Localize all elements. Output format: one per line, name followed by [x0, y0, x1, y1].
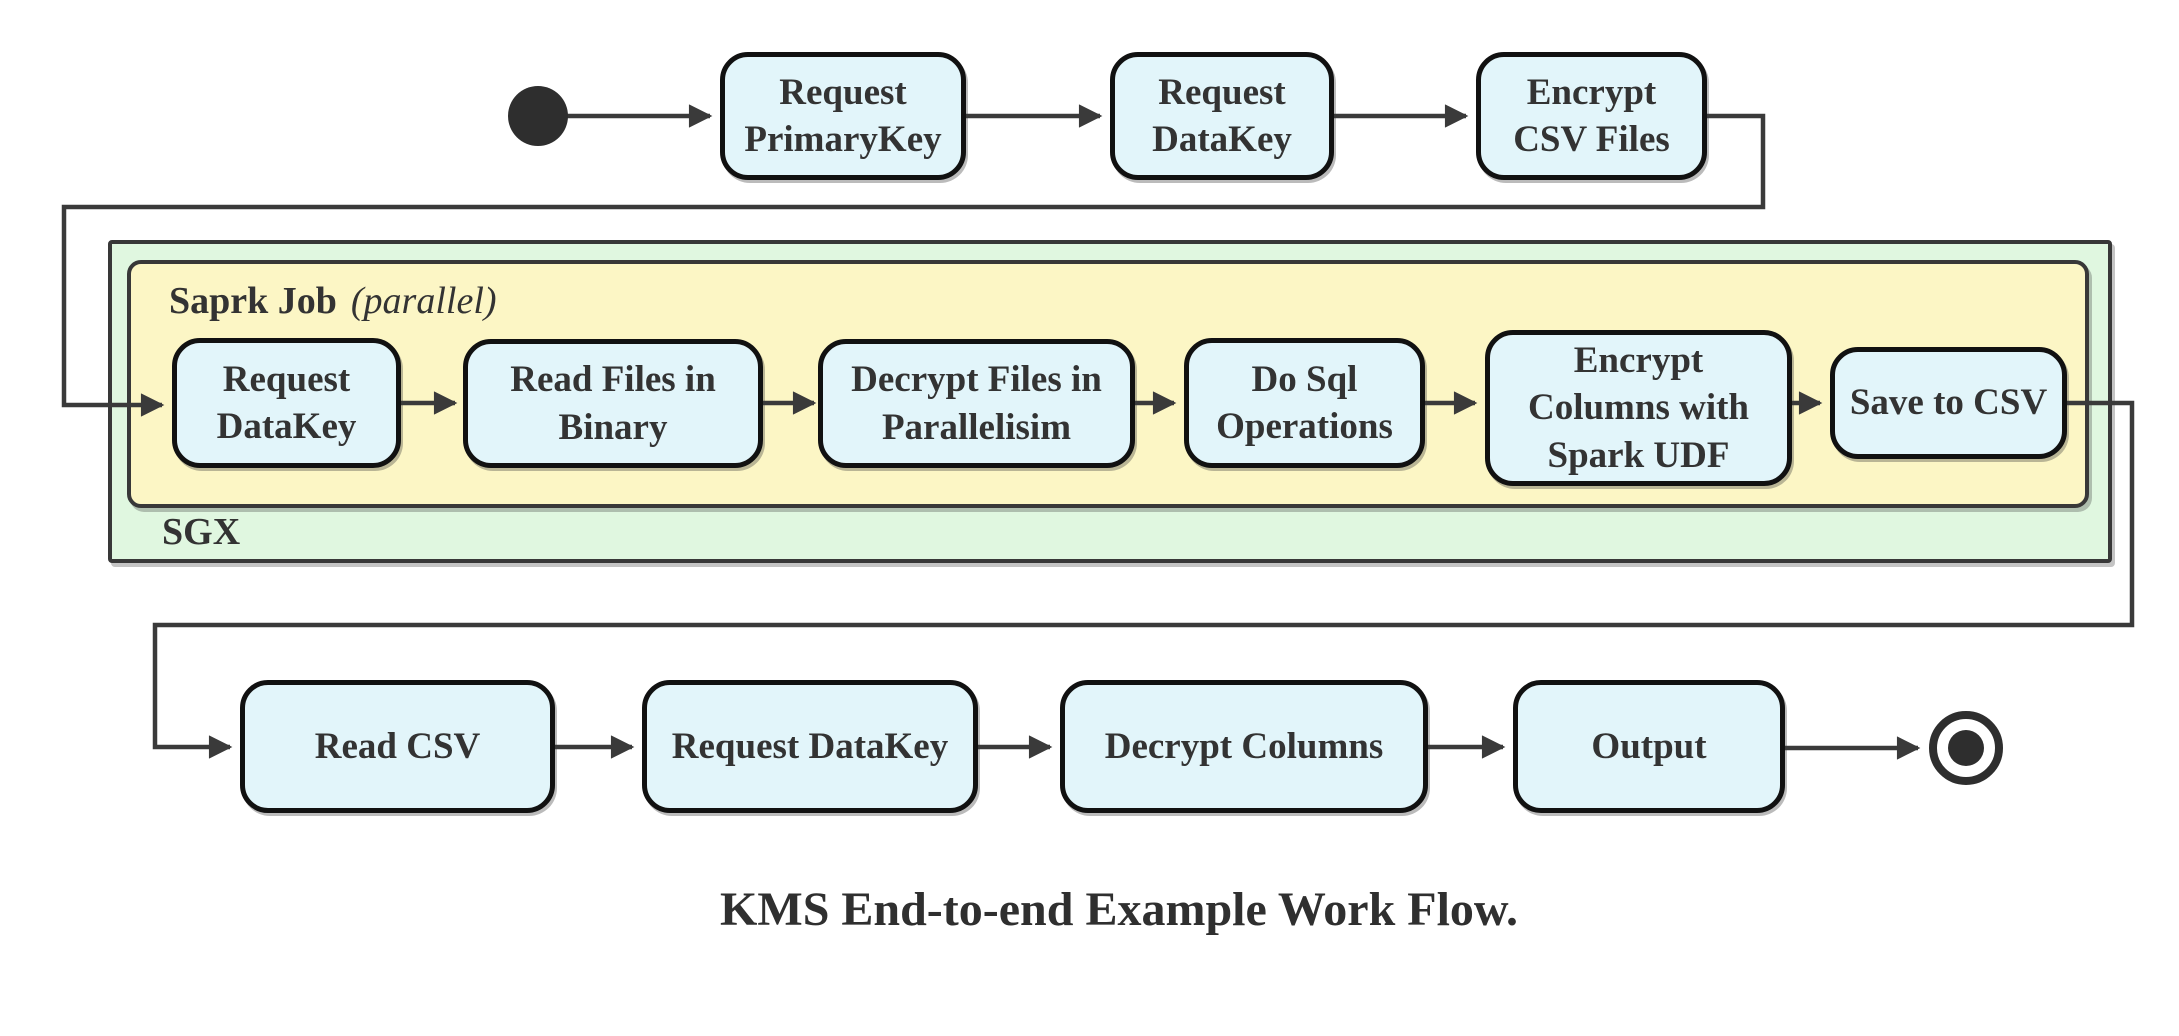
node-label: Request DataKey — [216, 358, 357, 447]
end-node-icon — [1929, 711, 2003, 785]
node-encrypt-columns-with-spark-udf: Encrypt Columns with Spark UDF — [1485, 330, 1792, 486]
node-do-sql-operations: Do Sql Operations — [1184, 338, 1425, 468]
node-request-primarykey: Request PrimaryKey — [720, 52, 966, 180]
node-label: Output — [1591, 725, 1707, 767]
end-node-inner-dot — [1948, 730, 1984, 766]
node-label: Read Files in Binary — [510, 359, 716, 448]
node-read-files-in-binary: Read Files in Binary — [463, 339, 763, 468]
node-label: Request DataKey — [1152, 71, 1292, 160]
spark-job-label-parallel: (parallel) — [350, 280, 497, 322]
node-request-datakey-sgx: Request DataKey — [172, 338, 401, 468]
edge-encrypt-csv-files-to-sgx-request-datakey — [61, 113, 1766, 417]
spark-job-label: Saprk Job (parallel) — [169, 282, 497, 320]
node-request-datakey-bottom: Request DataKey — [642, 680, 978, 813]
node-label: Encrypt Columns with Spark UDF — [1527, 339, 1750, 476]
node-decrypt-columns: Decrypt Columns — [1060, 680, 1428, 813]
node-label: Read CSV — [314, 725, 481, 767]
start-node-icon — [508, 86, 568, 146]
node-save-to-csv: Save to CSV — [1830, 347, 2067, 459]
node-output: Output — [1513, 680, 1785, 813]
spark-job-label-bold: Saprk Job — [169, 280, 337, 322]
node-encrypt-csv-files: Encrypt CSV Files — [1476, 52, 1707, 180]
node-label: Decrypt Files in Parallelisim — [851, 359, 1102, 448]
node-read-csv: Read CSV — [240, 680, 555, 813]
edge-save-csv-to-read-csv — [152, 400, 2135, 759]
node-label: Request PrimaryKey — [744, 71, 942, 160]
node-label: Decrypt Columns — [1104, 725, 1384, 767]
node-label: Save to CSV — [1849, 382, 2048, 424]
node-label: Do Sql Operations — [1216, 358, 1393, 447]
diagram-caption: KMS End-to-end Example Work Flow. — [720, 883, 1518, 936]
node-decrypt-files-in-parallelisim: Decrypt Files in Parallelisim — [818, 339, 1135, 468]
node-label: Request DataKey — [671, 725, 949, 767]
node-request-datakey-top: Request DataKey — [1110, 52, 1334, 180]
sgx-label: SGX — [162, 511, 241, 553]
node-label: Encrypt CSV Files — [1513, 71, 1670, 160]
